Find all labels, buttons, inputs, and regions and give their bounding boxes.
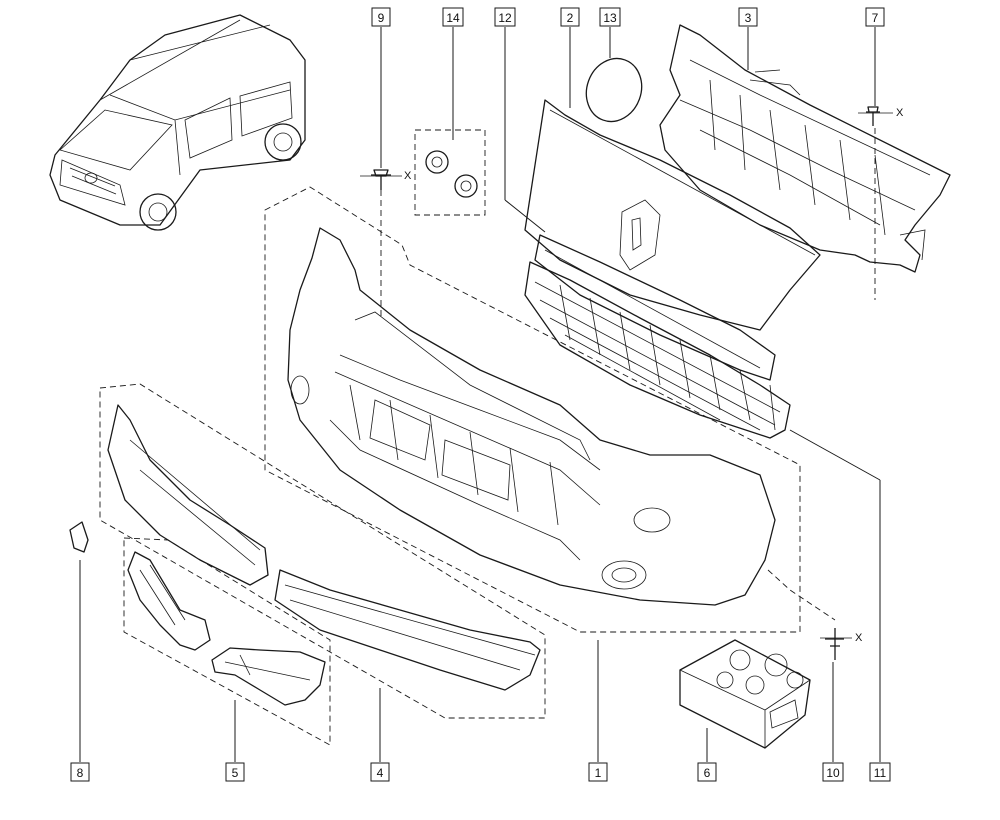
callout-11: 11 <box>869 762 891 782</box>
axis-marker-x: X <box>896 107 904 119</box>
callout-3: 3 <box>738 7 758 27</box>
group-outlines <box>99 129 801 746</box>
callout-12: 12 <box>494 7 516 27</box>
part-6-fitting-kit <box>679 639 811 749</box>
callout-10: 10 <box>822 762 844 782</box>
svg-text:2: 2 <box>567 11 574 25</box>
part-2-grille-panel <box>524 99 821 331</box>
svg-text:9: 9 <box>378 11 385 25</box>
part-7-fastener: X <box>858 106 904 126</box>
callout-14: 14 <box>442 7 464 27</box>
leader-lines <box>79 27 881 762</box>
callout-8: 8 <box>70 762 90 782</box>
part-1-front-bumper <box>287 227 776 606</box>
svg-text:3: 3 <box>745 11 752 25</box>
callout-9: 9 <box>371 7 391 27</box>
part-12-grille-strip <box>534 234 776 381</box>
part-3-upper-cross-member <box>659 24 951 273</box>
part-14-covers <box>425 150 478 198</box>
svg-text:13: 13 <box>603 11 617 25</box>
svg-text:7: 7 <box>872 11 879 25</box>
part-13-badge <box>585 57 643 123</box>
part-11-mesh-grille <box>524 261 791 439</box>
axis-marker-x: X <box>404 170 412 182</box>
callout-7: 7 <box>865 7 885 27</box>
part-4-lower-spoiler <box>107 404 541 691</box>
svg-text:6: 6 <box>704 766 711 780</box>
svg-text:5: 5 <box>232 766 239 780</box>
callout-2: 2 <box>560 7 580 27</box>
callout-13: 13 <box>599 7 621 27</box>
svg-text:4: 4 <box>377 766 384 780</box>
svg-text:1: 1 <box>595 766 602 780</box>
part-8-clip <box>69 521 89 553</box>
part-9-fastener: X <box>360 169 412 190</box>
callout-1: 1 <box>588 762 608 782</box>
callout-6: 6 <box>697 762 717 782</box>
svg-text:10: 10 <box>826 766 840 780</box>
svg-text:11: 11 <box>874 766 887 780</box>
svg-text:12: 12 <box>498 11 512 25</box>
callout-5: 5 <box>225 762 245 782</box>
callout-4: 4 <box>370 762 390 782</box>
vehicle-illustration <box>49 14 306 231</box>
svg-text:14: 14 <box>446 11 460 25</box>
axis-marker-x: X <box>855 632 863 644</box>
part-10-fastener: X <box>820 628 863 660</box>
svg-text:8: 8 <box>77 766 84 780</box>
part-5-brackets <box>127 551 326 706</box>
